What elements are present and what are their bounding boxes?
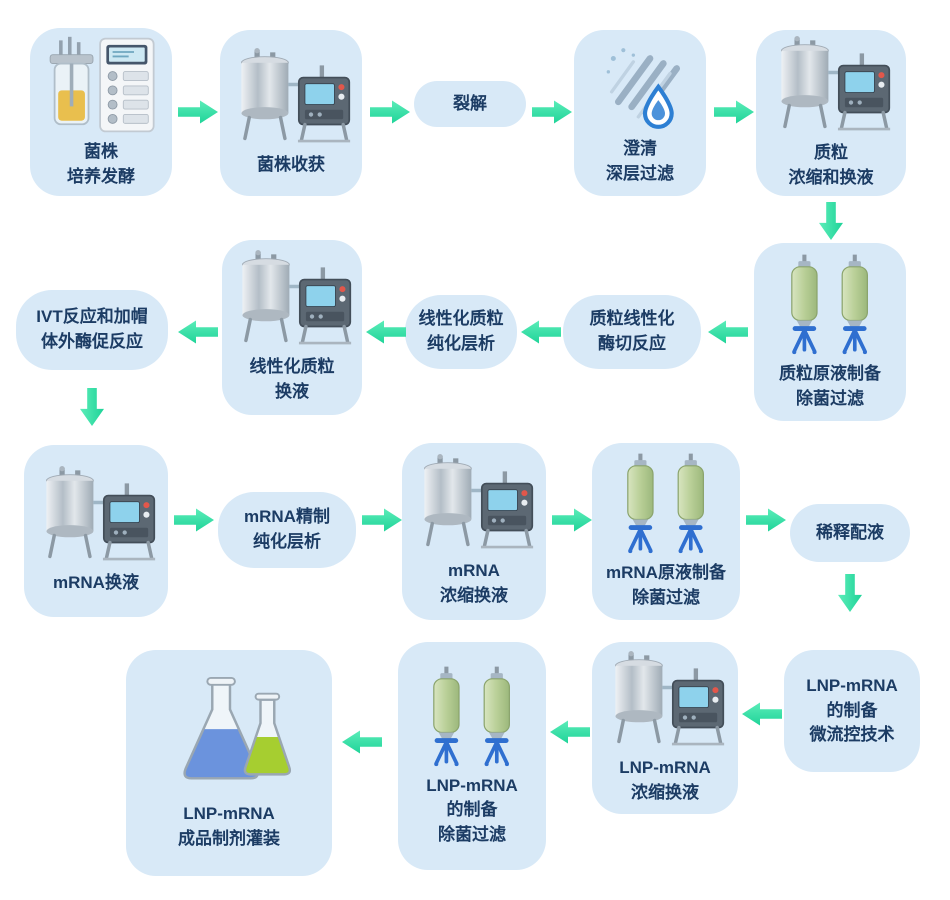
arrow-down-icon	[819, 202, 843, 240]
filter-columns-icon	[605, 452, 727, 556]
node-label: mRNA 浓缩换液	[440, 561, 508, 605]
arrow-right-icon	[174, 508, 214, 532]
tff-system-icon	[230, 48, 352, 148]
node-linearized-purification: 线性化质粒 纯化层析	[405, 295, 517, 369]
node-label: LNP-mRNA 浓缩换液	[619, 757, 711, 802]
node-linearized-exchange: 线性化质粒 换液	[222, 240, 362, 415]
node-label: mRNA换液	[53, 573, 139, 593]
arrow-left-icon	[366, 320, 406, 344]
arrow-left-icon	[550, 720, 590, 744]
tff-system-icon	[231, 250, 353, 350]
arrow-left-icon	[178, 320, 218, 344]
node-dilution: 稀释配液	[790, 504, 910, 562]
arrow-left-icon	[342, 730, 382, 754]
node-label: IVT反应和加帽 体外酶促反应	[36, 307, 148, 351]
arrow-right-icon	[746, 508, 786, 532]
bioreactor-icon	[43, 35, 159, 135]
node-label: LNP-mRNA 的制备 微流控技术	[806, 676, 898, 745]
node-label: 线性化质粒 换液	[249, 357, 335, 401]
arrow-right-icon	[370, 100, 410, 124]
node-label: 质粒原液制备 除菌过滤	[779, 363, 881, 408]
node-label: 线性化质粒 纯化层析	[418, 309, 504, 353]
node-lnp-filtration: LNP-mRNA 的制备 除菌过滤	[398, 642, 546, 870]
node-label: 裂解	[453, 93, 487, 113]
tff-system-icon	[604, 651, 726, 751]
node-lnp-filling: LNP-mRNA 成品制剂灌装	[126, 650, 332, 876]
node-mrna-purification: mRNA精制 纯化层析	[218, 492, 356, 568]
arrow-right-icon	[714, 100, 754, 124]
arrow-left-icon	[708, 320, 748, 344]
tff-system-icon	[413, 454, 535, 554]
arrow-right-icon	[362, 508, 402, 532]
tff-system-icon	[770, 36, 892, 136]
node-plasmid-bulk-filtration: 质粒原液制备 除菌过滤	[754, 243, 906, 421]
node-label: mRNA精制 纯化层析	[244, 507, 330, 551]
arrow-left-icon	[521, 320, 561, 344]
node-ivt-capping: IVT反应和加帽 体外酶促反应	[16, 290, 168, 370]
node-clarification: 澄清 深层过滤	[574, 30, 706, 196]
node-label: 稀释配液	[816, 522, 884, 542]
arrow-right-icon	[552, 508, 592, 532]
depth-filter-icon	[590, 40, 690, 132]
node-lnp-concentration: LNP-mRNA 浓缩换液	[592, 642, 738, 814]
tff-system-icon	[35, 466, 157, 566]
node-lnp-preparation: LNP-mRNA 的制备 微流控技术	[784, 650, 920, 772]
node-label: LNP-mRNA 的制备 除菌过滤	[426, 775, 518, 844]
arrow-right-icon	[178, 100, 218, 124]
node-label: mRNA原液制备 除菌过滤	[606, 563, 726, 607]
arrow-left-icon	[742, 702, 782, 726]
node-mrna-exchange: mRNA换液	[24, 445, 168, 617]
node-plasmid-concentration: 质粒 浓缩和换液	[756, 30, 906, 196]
node-label: 质粒线性化 酶切反应	[589, 309, 675, 353]
node-label: LNP-mRNA 成品制剂灌装	[178, 804, 280, 848]
arrow-down-icon	[80, 388, 104, 426]
arrow-right-icon	[532, 100, 572, 124]
node-label: 质粒 浓缩和换液	[788, 142, 874, 187]
node-plasmid-linearization: 质粒线性化 酶切反应	[563, 295, 701, 369]
node-mrna-bulk-filtration: mRNA原液制备 除菌过滤	[592, 443, 740, 620]
filter-columns-icon	[411, 665, 533, 769]
node-strain-harvest: 菌株收获	[220, 30, 362, 196]
node-strain-culture: 菌株 培养发酵	[30, 28, 172, 196]
node-mrna-concentration: mRNA 浓缩换液	[402, 443, 546, 620]
node-label: 澄清 深层过滤	[606, 138, 674, 183]
node-label: 菌株 培养发酵	[67, 141, 135, 186]
arrow-down-icon	[838, 574, 862, 612]
node-label: 菌株收获	[257, 155, 325, 175]
node-lysis: 裂解	[414, 81, 526, 127]
filter-columns-icon	[769, 253, 891, 357]
flasks-icon	[150, 674, 308, 797]
